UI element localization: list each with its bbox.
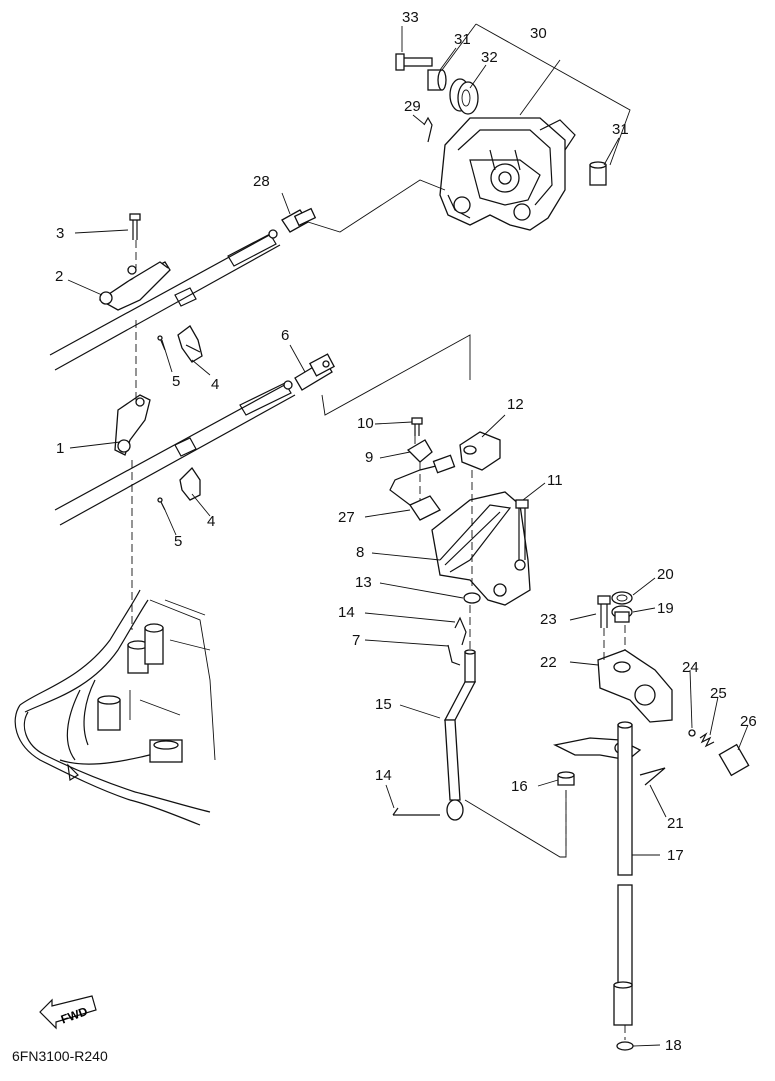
callout-13: 13 — [355, 574, 372, 591]
callout-16: 16 — [511, 778, 528, 795]
fwd-label: FWD — [59, 1004, 90, 1027]
bracket-22 — [597, 649, 673, 723]
pin-14-lower — [392, 807, 440, 816]
bracket-1 — [114, 394, 151, 456]
clip-4-lower — [179, 466, 201, 501]
center-lines — [131, 240, 626, 1040]
callout-2: 2 — [55, 268, 64, 285]
callout-26: 26 — [740, 713, 757, 730]
callout-22: 22 — [540, 654, 557, 671]
washer-13 — [463, 592, 481, 604]
bolt-3 — [129, 213, 141, 240]
pin-14-upper — [454, 616, 467, 646]
cable-end-6 — [294, 353, 335, 391]
callout-27: 27 — [338, 509, 355, 526]
callout-5: 5 — [174, 533, 183, 550]
pin-5-lower — [157, 497, 166, 511]
pin-29 — [423, 116, 433, 143]
callout-18: 18 — [665, 1037, 682, 1054]
callout-29: 29 — [404, 98, 421, 115]
lower-throttle-cable — [54, 380, 296, 526]
callout-3: 3 — [56, 225, 65, 242]
plug-26 — [718, 743, 750, 777]
fwd-arrow-icon: FWD — [39, 995, 97, 1030]
callout-5: 5 — [172, 373, 181, 390]
grommet-32 — [449, 78, 479, 115]
callout-32: 32 — [481, 49, 498, 66]
callout-31: 31 — [454, 31, 471, 48]
remote-control-bracket-assembly — [439, 117, 576, 231]
callout-19: 19 — [657, 600, 674, 617]
bracket-2 — [98, 261, 171, 311]
bolt-11 — [515, 499, 529, 560]
bottom-cowling-housing — [14, 589, 216, 826]
callout-12: 12 — [507, 396, 524, 413]
callout-15: 15 — [375, 696, 392, 713]
callout-11: 11 — [547, 472, 563, 489]
link-7 — [447, 644, 461, 666]
lever-9 — [406, 439, 433, 463]
diagram-code: 6FN3100-R240 — [12, 1048, 108, 1064]
switch-27 — [389, 454, 456, 521]
shift-rod-15 — [443, 649, 477, 821]
bolt-23 — [597, 595, 611, 628]
bolt-10 — [411, 417, 423, 436]
callout-33: 33 — [402, 9, 419, 26]
callout-21: 21 — [667, 815, 684, 832]
callout-20: 20 — [657, 566, 674, 583]
bolt-33 — [395, 53, 433, 71]
callout-8: 8 — [356, 544, 365, 561]
pin-5-upper — [157, 335, 166, 351]
ball-24 — [688, 729, 696, 737]
callout-6: 6 — [281, 327, 290, 344]
callout-10: 10 — [357, 415, 374, 432]
callout-17: 17 — [667, 847, 684, 864]
callout-31: 31 — [612, 121, 629, 138]
callout-14: 14 — [338, 604, 355, 621]
guide-12 — [459, 431, 501, 471]
leader-lines — [67, 26, 749, 1047]
o-ring-18 — [616, 1041, 634, 1051]
collar-31-right — [589, 161, 607, 186]
collar-31-left — [427, 69, 447, 91]
callout-30: 30 — [530, 25, 547, 42]
callout-23: 23 — [540, 611, 557, 628]
callout-28: 28 — [253, 173, 270, 190]
callout-25: 25 — [710, 685, 727, 702]
connection-lines — [307, 23, 631, 858]
plate-8 — [431, 491, 531, 606]
callout-4: 4 — [207, 513, 216, 530]
cable-end-28 — [281, 207, 317, 233]
clip-4-upper — [177, 325, 203, 363]
upper-shift-cable — [49, 229, 281, 371]
callout-4: 4 — [211, 376, 220, 393]
bushing-19 — [611, 605, 633, 623]
callout-1: 1 — [56, 440, 65, 457]
collar-16 — [557, 771, 575, 786]
callout-9: 9 — [365, 449, 374, 466]
washer-20 — [611, 591, 633, 605]
callout-24: 24 — [682, 659, 699, 676]
shift-shaft-17 — [613, 721, 633, 1026]
pin-21 — [639, 767, 666, 786]
callout-7: 7 — [352, 632, 361, 649]
callout-14: 14 — [375, 767, 392, 784]
spring-25 — [699, 732, 715, 748]
